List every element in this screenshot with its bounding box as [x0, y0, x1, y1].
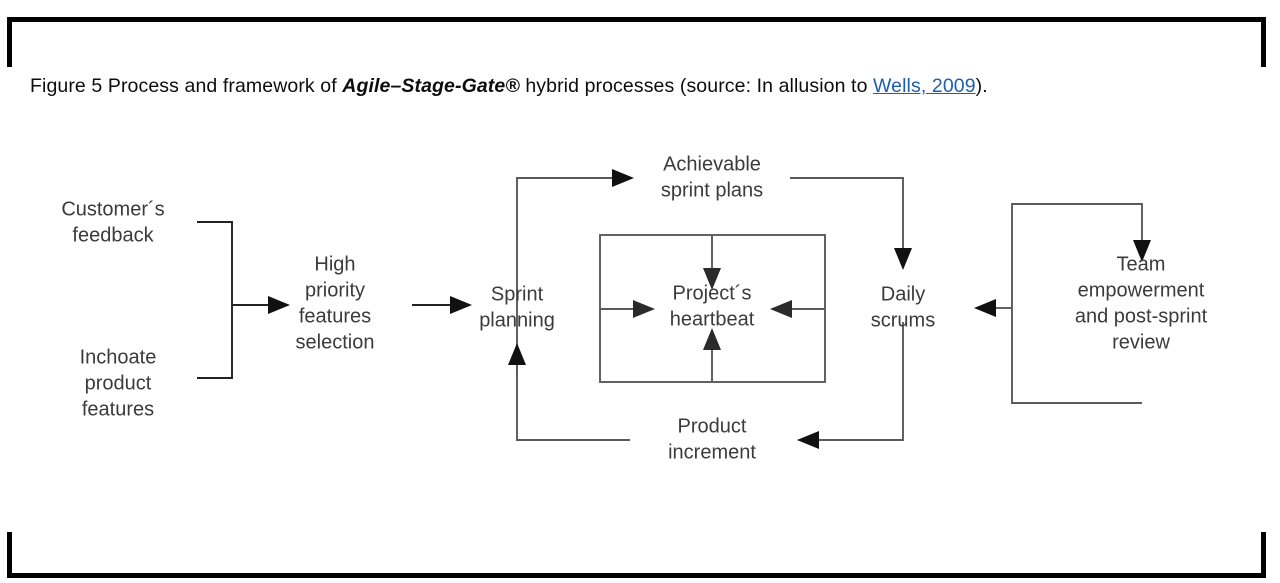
- node-team-empowerment: Team empowerment and post-sprint review: [1075, 253, 1208, 353]
- arrow-head-to-daily-scrums: [894, 248, 912, 270]
- edge-right-into-heartbeat: [770, 300, 825, 318]
- customers-feedback-line-2: feedback: [72, 224, 154, 246]
- high-priority-line-2: priority: [305, 279, 365, 301]
- team-empowerment-line-1: Team: [1117, 253, 1166, 275]
- achievable-plans-line-2: sprint plans: [661, 179, 763, 201]
- arrow-head-to-achievable-plans: [612, 169, 634, 187]
- edge-top-into-heartbeat: [703, 235, 721, 290]
- high-priority-line-3: features: [299, 305, 371, 327]
- registered-mark-icon: ®: [505, 75, 520, 97]
- projects-heartbeat-line-2: heartbeat: [670, 308, 755, 330]
- page-frame-corner-top-left: [7, 17, 67, 67]
- caption-suffix: ).: [975, 75, 988, 97]
- arrow-head-to-high-priority: [268, 296, 290, 314]
- edge-product-increment-to-sprint: [508, 343, 630, 441]
- page-frame-top-rule: [7, 17, 1266, 22]
- product-increment-line-2: increment: [668, 441, 756, 463]
- input-bracket: [197, 221, 290, 379]
- arrow-head-heartbeat-right: [770, 300, 792, 318]
- caption-middle: hybrid processes (source: In allusion to: [519, 75, 874, 97]
- arrow-head-heartbeat-left: [633, 300, 655, 318]
- node-projects-heartbeat: Project´s heartbeat: [670, 282, 755, 330]
- customers-feedback-line-1: Customer´s: [61, 198, 164, 220]
- achievable-plans-line-1: Achievable: [663, 153, 761, 175]
- page-frame-corner-top-right: [1206, 17, 1266, 67]
- sprint-planning-line-2: planning: [479, 309, 555, 331]
- process-flow-diagram: Customer´s feedback Inchoate product fea…: [61, 153, 1208, 463]
- figure-caption: Figure 5 Process and framework of Agile–…: [30, 73, 988, 99]
- node-achievable-sprint-plans: Achievable sprint plans: [661, 153, 763, 201]
- inchoate-features-line-1: Inchoate: [80, 346, 157, 368]
- high-priority-line-1: High: [314, 253, 355, 275]
- edge-daily-scrums-to-product-increment: [797, 322, 904, 449]
- node-daily-scrums: Daily scrums: [871, 283, 935, 331]
- edge-team-empowerment-loop: [1011, 203, 1151, 404]
- arrow-head-to-sprint-planning: [450, 296, 472, 314]
- node-customers-feedback: Customer´s feedback: [61, 198, 164, 246]
- edge-high-priority-to-sprint: [412, 296, 472, 314]
- caption-source-link[interactable]: Wells, 2009: [873, 75, 976, 97]
- inchoate-features-line-2: product: [85, 372, 152, 394]
- daily-scrums-line-1: Daily: [881, 283, 925, 305]
- arrow-head-to-product-increment: [797, 431, 819, 449]
- edge-achievable-to-daily-scrums: [790, 177, 912, 270]
- team-empowerment-line-4: review: [1112, 331, 1170, 353]
- team-empowerment-line-2: empowerment: [1078, 279, 1205, 301]
- arrow-head-heartbeat-top: [703, 268, 721, 290]
- page-frame-bottom-rule: [7, 573, 1266, 578]
- page-frame-corner-bottom-left: [7, 532, 67, 578]
- node-inchoate-features: Inchoate product features: [80, 346, 157, 420]
- edge-bottom-into-heartbeat: [703, 328, 721, 382]
- projects-heartbeat-line-1: Project´s: [673, 282, 752, 304]
- team-empowerment-line-3: and post-sprint: [1075, 305, 1208, 327]
- page-frame-corner-bottom-right: [1206, 532, 1266, 578]
- edge-sprint-to-achievable: [516, 169, 634, 375]
- sprint-planning-line-1: Sprint: [491, 283, 544, 305]
- caption-emphasis: Agile–Stage-Gate: [342, 75, 506, 97]
- high-priority-line-4: selection: [296, 331, 375, 353]
- caption-prefix: Figure 5 Process and framework of: [30, 75, 343, 97]
- product-increment-line-1: Product: [678, 415, 747, 437]
- node-sprint-planning: Sprint planning: [479, 283, 555, 331]
- node-high-priority-features-selection: High priority features selection: [296, 253, 375, 353]
- arrow-head-to-sprint-planning-return: [508, 343, 526, 365]
- edge-left-into-heartbeat: [600, 300, 655, 318]
- arrow-head-to-daily-scrums-left: [974, 299, 996, 317]
- daily-scrums-line-2: scrums: [871, 309, 935, 331]
- arrow-head-heartbeat-bottom: [703, 328, 721, 350]
- inchoate-features-line-3: features: [82, 398, 154, 420]
- arrow-head-to-team-empowerment: [1133, 240, 1151, 262]
- edge-team-empowerment-to-daily-scrums: [974, 299, 1012, 317]
- node-product-increment: Product increment: [668, 415, 756, 463]
